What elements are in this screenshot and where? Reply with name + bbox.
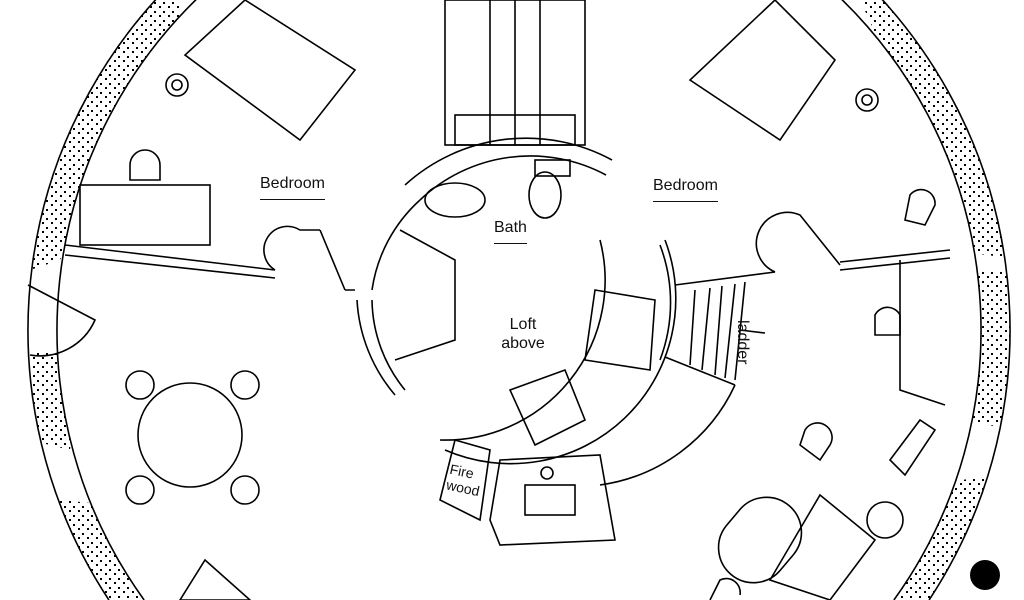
central-core (319, 137, 677, 465)
bedroom-left-label: Bedroom (260, 174, 325, 200)
bedroom-right-label: Bedroom (653, 176, 718, 202)
loft-label: Loft above (488, 315, 558, 353)
bath-label: Bath (494, 218, 527, 244)
ladder-label: ladder (734, 320, 751, 365)
loft-label-line2: above (501, 335, 545, 352)
furniture (125, 0, 1000, 600)
interior-walls (27, 184, 951, 486)
loft-label-line1: Loft (509, 316, 537, 333)
ladder (664, 271, 776, 386)
entry-stair (444, 0, 586, 146)
firewood-label: Fire wood (445, 461, 484, 499)
